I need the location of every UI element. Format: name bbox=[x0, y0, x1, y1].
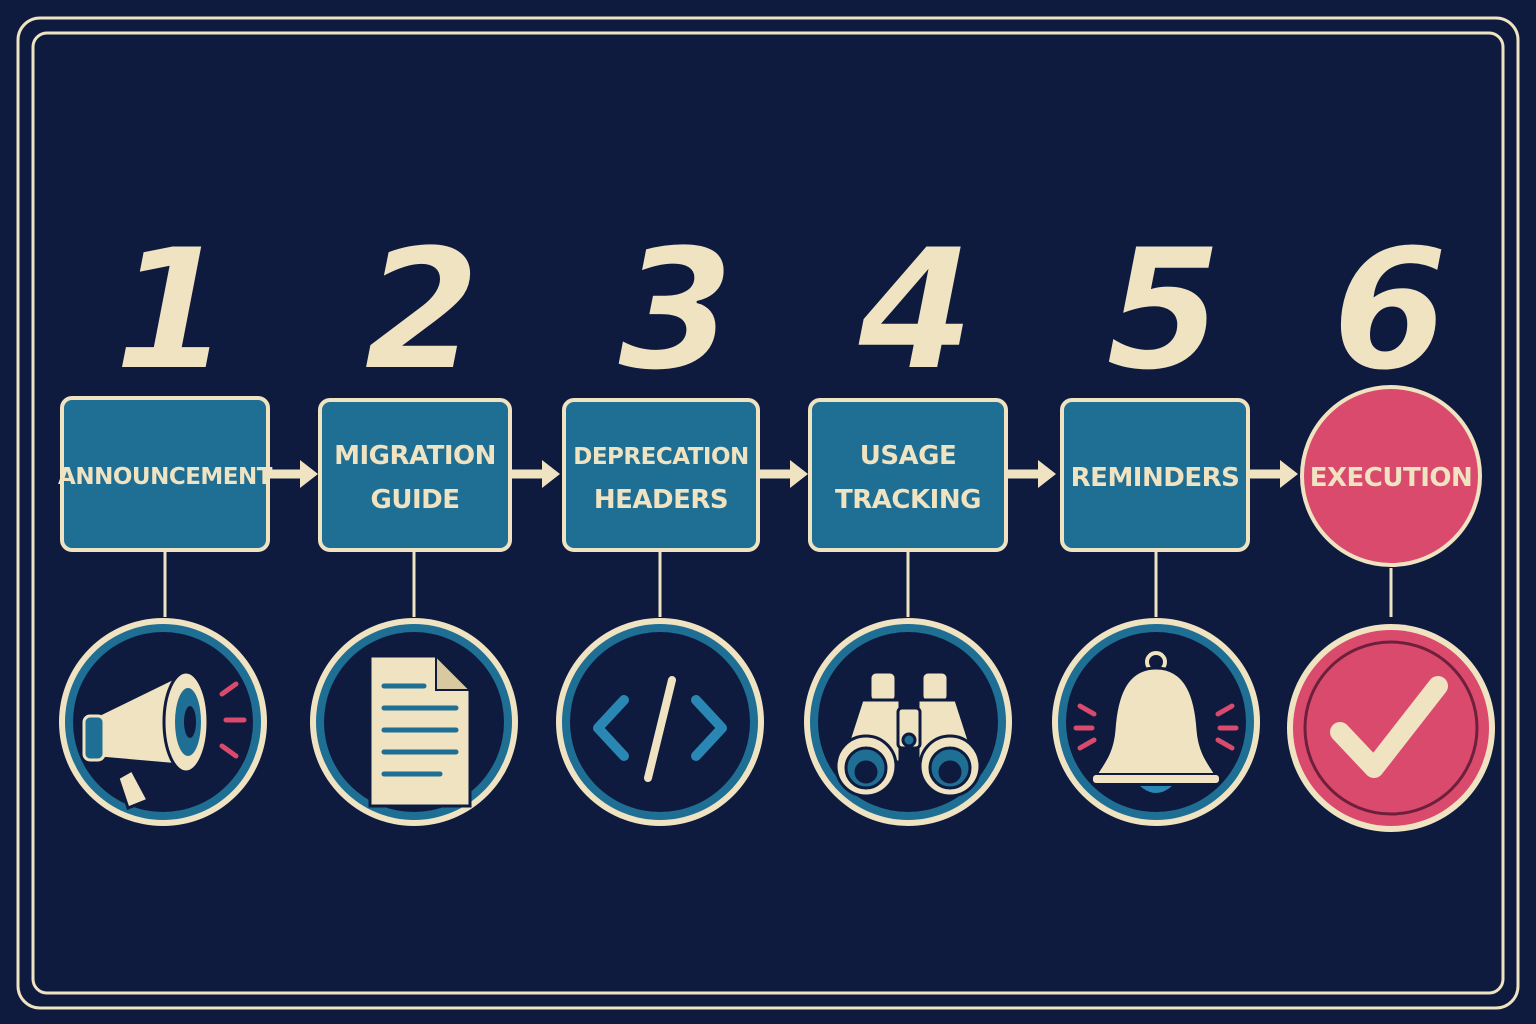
step-5-number: 5 bbox=[1106, 212, 1223, 408]
arrow-2-3 bbox=[512, 460, 560, 488]
icon-circle-5 bbox=[1052, 618, 1260, 826]
step-2-label-line-1: MIGRATION bbox=[334, 441, 496, 471]
step-numbers: 1 2 3 4 5 6 bbox=[113, 211, 1450, 409]
flow-arrows bbox=[270, 460, 1298, 488]
document-icon bbox=[368, 653, 473, 808]
bell-icon bbox=[1073, 651, 1239, 793]
step-4-label-line-1: USAGE bbox=[860, 441, 957, 471]
step-box-3: DEPRECATION HEADERS bbox=[562, 398, 760, 552]
arrow-1-2 bbox=[270, 460, 318, 488]
checkmark-icon bbox=[1330, 676, 1448, 778]
step-2-number: 2 bbox=[364, 212, 481, 408]
step-4-label-line-2: TRACKING bbox=[835, 485, 981, 515]
step-box-5: REMINDERS bbox=[1060, 398, 1250, 552]
code-icon bbox=[593, 676, 727, 782]
icon-circle-6 bbox=[1287, 624, 1495, 832]
step-box-1: ANNOUNCEMENT bbox=[58, 396, 273, 552]
arrow-4-5 bbox=[1008, 460, 1056, 488]
step-3-number: 3 bbox=[618, 212, 735, 408]
icon-circle-3 bbox=[556, 618, 764, 826]
arrow-3-4 bbox=[760, 460, 808, 488]
icon-circle-4 bbox=[804, 618, 1012, 826]
outer-frame bbox=[16, 16, 1520, 1010]
step-3-label-line-1: DEPRECATION bbox=[573, 444, 749, 470]
step-6-number: 6 bbox=[1332, 212, 1449, 408]
connector-lines bbox=[163, 550, 1393, 617]
arrow-5-6 bbox=[1250, 460, 1298, 488]
binoculars-icon bbox=[834, 670, 982, 798]
megaphone-icon bbox=[82, 670, 247, 810]
step-1-label-line-1: ANNOUNCEMENT bbox=[58, 464, 273, 490]
step-box-2: MIGRATION GUIDE bbox=[318, 398, 512, 552]
step-3-label-line-2: HEADERS bbox=[594, 485, 728, 515]
icon-circle-2 bbox=[310, 618, 518, 826]
inner-frame bbox=[31, 31, 1505, 995]
icon-circle-1 bbox=[59, 618, 267, 826]
step-1-number: 1 bbox=[114, 212, 231, 408]
step-circle-6: EXECUTION bbox=[1300, 385, 1482, 567]
step-4-number: 4 bbox=[857, 212, 975, 408]
step-2-label-line-2: GUIDE bbox=[371, 485, 460, 515]
step-box-4: USAGE TRACKING bbox=[808, 398, 1008, 552]
step-5-label-line-1: REMINDERS bbox=[1071, 463, 1240, 493]
step-6-label-line-1: EXECUTION bbox=[1310, 463, 1473, 493]
